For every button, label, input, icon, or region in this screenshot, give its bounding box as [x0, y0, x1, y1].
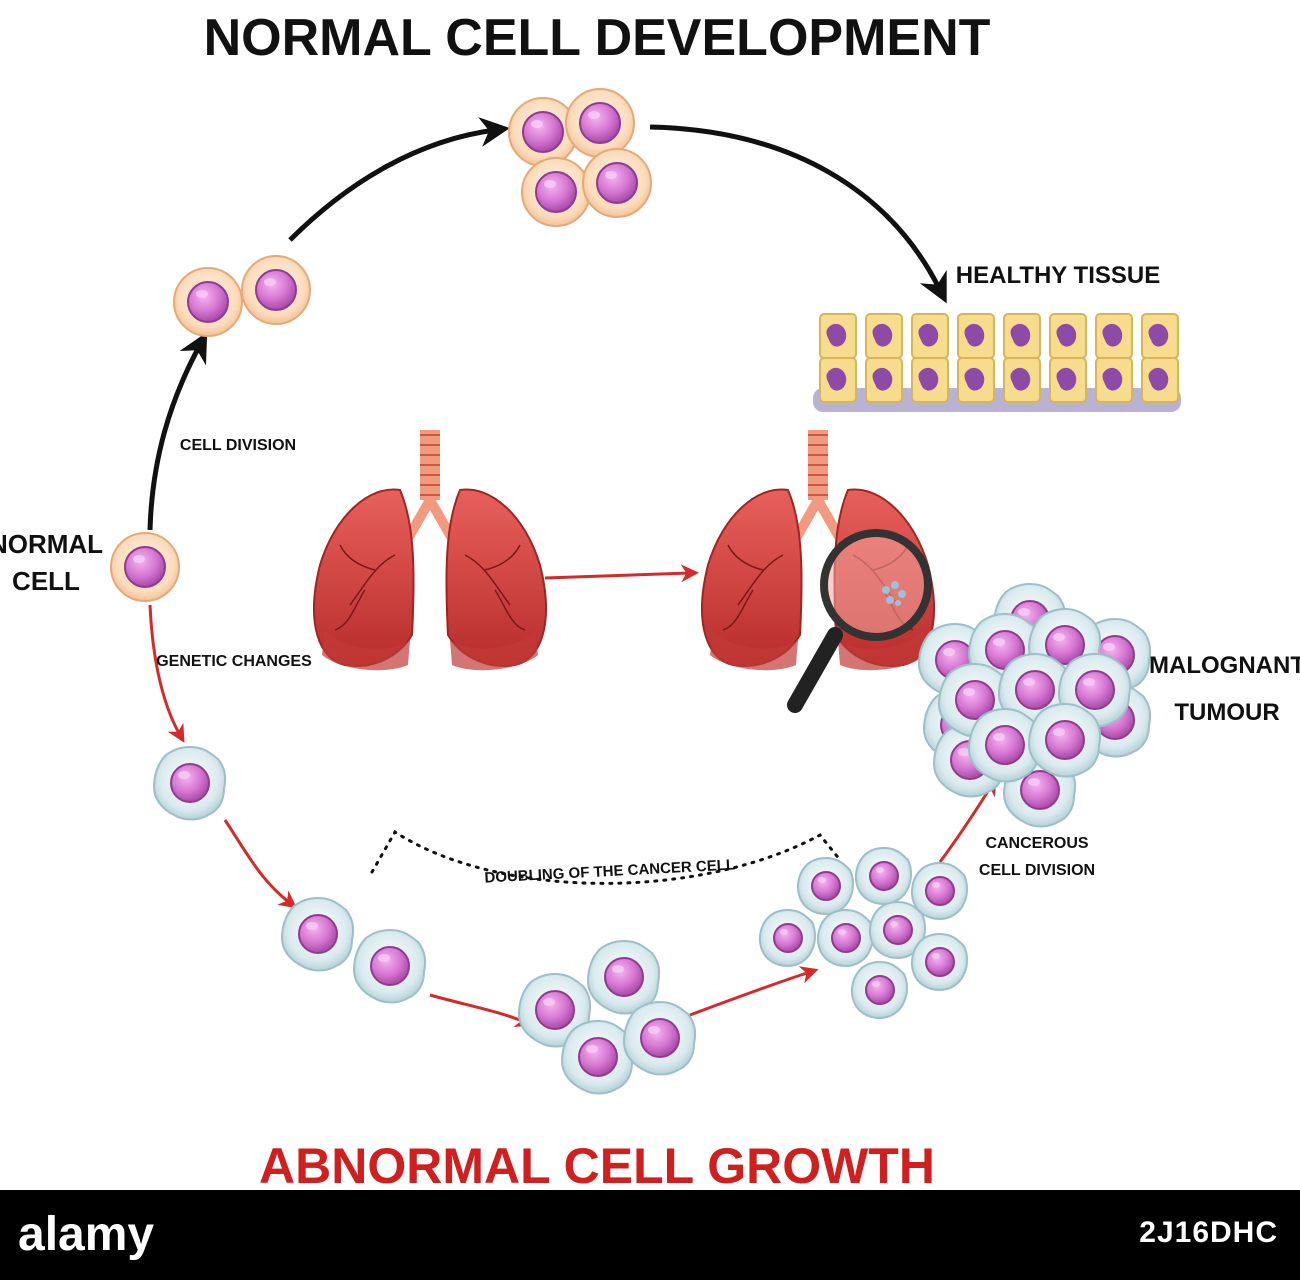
label-malignant-2: TUMOUR	[1174, 699, 1279, 726]
abnormal-four-c	[561, 1020, 635, 1095]
magnifying-glass-icon	[787, 529, 932, 713]
tissue-cell	[1003, 313, 1041, 359]
label-normal-cell-2: CELL	[12, 566, 80, 596]
tissue-cell	[1141, 357, 1179, 403]
tissue-cell	[1141, 313, 1179, 359]
tissue-cell	[819, 313, 857, 359]
eight-cells-3	[910, 862, 968, 920]
tissue-cell	[1095, 357, 1133, 403]
eight-cells-1	[796, 857, 854, 915]
eight-cells-2	[854, 847, 912, 905]
malignant-tumour-cluster	[918, 583, 1152, 828]
healthy-tissue-icon	[813, 313, 1181, 412]
tissue-cell	[957, 313, 995, 359]
alamy-logo-text: alamy	[18, 1208, 154, 1261]
tissue-cell	[1049, 313, 1087, 359]
lungs-healthy-icon	[314, 430, 546, 670]
arrow-abnormal-to-two	[223, 819, 298, 909]
tissue-cell	[1095, 313, 1133, 359]
tissue-cell	[865, 357, 903, 403]
label-cancerous-1: CANCEROUS	[985, 835, 1088, 852]
tissue-cell	[911, 357, 949, 403]
label-malignant-1: MALOGNANT	[1149, 652, 1300, 679]
normal-cell	[110, 532, 180, 602]
arrow-normal-to-abnormal	[148, 604, 185, 743]
tissue-cell	[819, 357, 857, 403]
title-normal-development: NORMAL CELL DEVELOPMENT	[204, 9, 991, 67]
four-cells-c	[521, 157, 591, 227]
cell-development-diagram: NORMAL CELL DEVELOPMENT ABNORMAL CELL GR…	[0, 9, 1300, 1190]
tissue-cell	[1003, 357, 1041, 403]
tissue-cell	[1049, 357, 1087, 403]
tissue-cell	[911, 313, 949, 359]
label-normal-cell-1: NORMAL	[0, 529, 103, 559]
eight-cells-5	[816, 909, 874, 967]
abnormal-two-b	[353, 929, 427, 1004]
doubling-bracket	[370, 829, 842, 885]
abnormal-four-d	[623, 1001, 697, 1076]
arrow-two-to-four	[288, 117, 510, 242]
image-id: 2J16DHC	[1139, 1216, 1278, 1249]
label-cell-division: CELL DIVISION	[180, 437, 296, 454]
two-cells-a	[173, 267, 243, 337]
title-abnormal-growth: ABNORMAL CELL GROWTH	[259, 1138, 935, 1190]
four-cells-d	[582, 148, 652, 218]
tissue-cell	[865, 313, 903, 359]
label-genetic-changes: GENETIC CHANGES	[156, 653, 312, 670]
four-cells-b	[565, 88, 635, 158]
label-cancerous-2: CELL DIVISION	[979, 862, 1095, 879]
arrow-normal-to-two	[147, 331, 208, 531]
label-healthy-tissue: HEALTHY TISSUE	[956, 262, 1160, 289]
tissue-cell	[957, 357, 995, 403]
two-cells-b	[241, 255, 311, 325]
alamy-logo: alamy	[18, 1208, 154, 1261]
abnormal-cell	[153, 746, 227, 821]
arrow-lungs-to-lungs	[544, 564, 699, 583]
eight-cells-7	[910, 933, 968, 991]
abnormal-two-a	[281, 897, 355, 972]
watermark-footer: alamy 2J16DHC	[0, 1190, 1300, 1280]
eight-cells-4	[758, 909, 816, 967]
arrow-two-to-four-abnormal	[429, 993, 534, 1028]
arrow-four-to-eight	[689, 966, 819, 1017]
arrow-four-to-tissue	[649, 124, 947, 304]
eight-cells-8	[850, 961, 908, 1019]
